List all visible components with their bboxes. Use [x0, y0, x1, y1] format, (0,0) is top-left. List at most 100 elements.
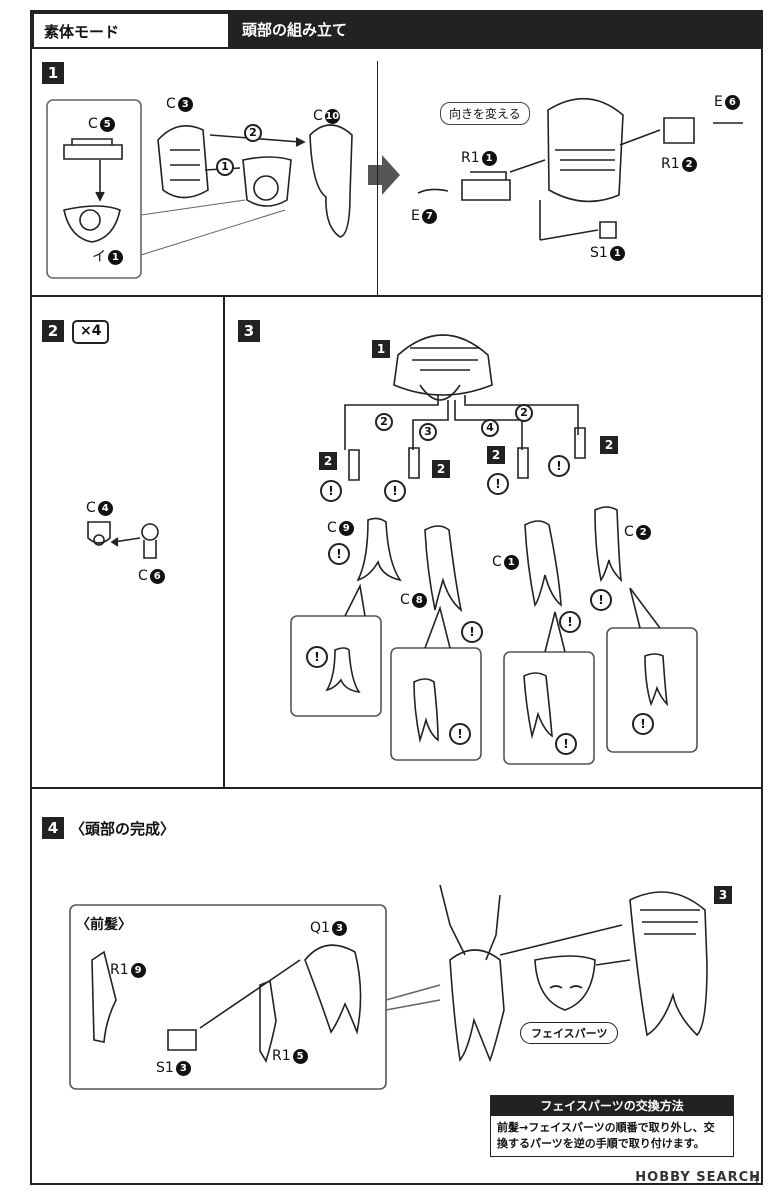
label-c6-letter: C [138, 568, 148, 584]
label-c3-num: 3 [177, 96, 193, 112]
label-s1-1-num: 1 [609, 245, 625, 261]
ref-badge-a: 2 [319, 452, 337, 470]
caution-icon: ! [590, 589, 612, 611]
page-number: 3 [752, 1176, 759, 1187]
order-badge: 2 [375, 413, 393, 431]
order-badge: 4 [481, 419, 499, 437]
label-c8-letter: C [400, 592, 410, 608]
caution-icon: ! [461, 621, 483, 643]
label-e6-letter: E [714, 94, 723, 110]
step-2-marker: 2 [42, 320, 64, 342]
step-3-marker: 3 [238, 320, 260, 342]
label-e7-num: 7 [421, 208, 437, 224]
label-r1-1-letter: R1 [461, 150, 480, 166]
label-q1-3-letter: Q1 [310, 920, 330, 936]
watermark: HOBBY SEARCH [635, 1170, 761, 1185]
info-title: フェイスパーツの交換方法 [491, 1096, 733, 1116]
face-swap-info-box: フェイスパーツの交換方法 前髪→フェイスパーツの順番で取り外し、交 換するパーツ… [490, 1095, 734, 1157]
ref-step-3-badge: 3 [714, 886, 732, 904]
caution-icon: ! [559, 611, 581, 633]
label-r1-5-letter: R1 [272, 1048, 291, 1064]
label-c10-letter: C [313, 108, 323, 124]
section-divider-3 [32, 787, 761, 789]
page-header: 素体モード 頭部の組み立て [32, 12, 761, 49]
caution-icon: ! [320, 480, 342, 502]
label-c2-num: 2 [635, 524, 651, 540]
info-body-line-1: 前髪→フェイスパーツの順番で取り外し、交 [497, 1121, 715, 1134]
step-4-marker: 4 [42, 817, 64, 839]
label-s1-3-num: 3 [175, 1060, 191, 1076]
ref-badge-c: 2 [487, 446, 505, 464]
step-1-marker: 1 [42, 62, 64, 84]
section-divider-1 [32, 295, 761, 297]
label-r1-1-num: 1 [481, 150, 497, 166]
instruction-page: 素体モード 頭部の組み立て [30, 10, 763, 1185]
label-r1-2-num: 2 [681, 156, 697, 172]
rotate-callout: 向きを変える [440, 102, 530, 125]
label-c4-letter: C [86, 500, 96, 516]
mode-label: 素体モード [32, 12, 230, 49]
label-c1-letter: C [492, 554, 502, 570]
step1-divider [377, 61, 378, 295]
label-c1-num: 1 [503, 554, 519, 570]
order-badge: 2 [515, 404, 533, 422]
label-c5-num: 5 [99, 116, 115, 132]
label-r1-5-num: 5 [292, 1048, 308, 1064]
order-badge-1: 1 [216, 158, 234, 176]
label-c9-letter: C [327, 520, 337, 536]
caution-icon: ! [487, 473, 509, 495]
ref-badge-d: 2 [600, 436, 618, 454]
label-r1-9-letter: R1 [110, 962, 129, 978]
label-e7-letter: E [411, 208, 420, 224]
label-q1-3-num: 3 [331, 920, 347, 936]
caution-icon: ! [384, 480, 406, 502]
label-s1-3-letter: S1 [156, 1060, 174, 1076]
label-e6-num: 6 [724, 94, 740, 110]
ref-badge-b: 2 [432, 460, 450, 478]
caution-icon: ! [306, 646, 328, 668]
step-4-title: 〈頭部の完成〉 [70, 820, 176, 838]
caution-icon: ! [328, 543, 350, 565]
label-c2-letter: C [624, 524, 634, 540]
label-i1-letter: イ [92, 249, 106, 265]
label-c10-num: 10 [324, 108, 340, 124]
order-badge-2: 2 [244, 124, 262, 142]
label-c4-num: 4 [97, 500, 113, 516]
label-c9-num: 9 [338, 520, 354, 536]
info-body-line-2: 換するパーツを逆の手順で取り付けます。 [497, 1137, 705, 1150]
label-c3-letter: C [166, 96, 176, 112]
face-parts-label: フェイスパーツ [520, 1022, 619, 1044]
caution-icon: ! [632, 713, 654, 735]
label-r1-9-num: 9 [130, 962, 146, 978]
bangs-title: 〈前髪〉 [76, 917, 132, 933]
section-divider-2 [223, 297, 225, 787]
label-c5-letter: C [88, 116, 98, 132]
section-title: 頭部の組み立て [242, 21, 348, 39]
ref-step-1-badge: 1 [372, 340, 390, 358]
order-badge: 3 [419, 423, 437, 441]
label-r1-2-letter: R1 [661, 156, 680, 172]
label-c6-num: 6 [149, 568, 165, 584]
multiplier-badge: ×4 [72, 320, 110, 344]
caution-icon: ! [548, 455, 570, 477]
label-i1-num: 1 [108, 249, 123, 265]
label-c8-num: 8 [411, 592, 427, 608]
caution-icon: ! [449, 723, 471, 745]
label-s1-1-letter: S1 [590, 245, 608, 261]
